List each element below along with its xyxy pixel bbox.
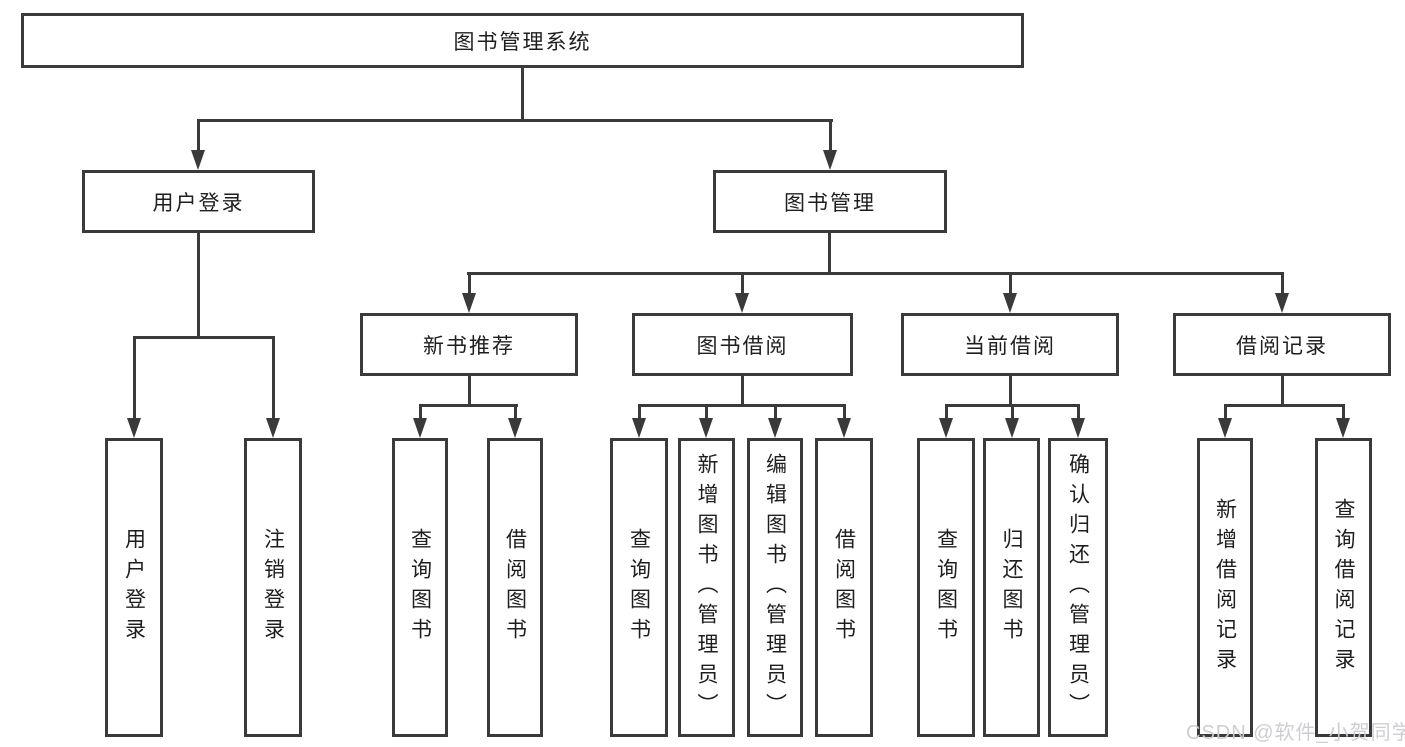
csdn-watermark: CSDN @软件_小贺同学 [1186,722,1405,744]
connector-line [272,336,275,422]
node-label: 借阅记录 [1236,334,1328,358]
connector-line [197,119,833,122]
node-label: 用户登录 [152,191,245,215]
arrowhead-down-icon [768,418,782,438]
leaf-borrow-books-borrowing: 借阅图书 [815,438,873,737]
leaf-query-books-current: 查询图书 [917,438,975,737]
connector-line [133,336,136,422]
node-label: 新增图书（管理员） [695,452,718,723]
arrowhead-down-icon [413,418,427,438]
leaf-add-borrow-record: 新增借阅记录 [1197,438,1253,737]
leaf-confirm-return-admin: 确认归还（管理员） [1048,438,1108,737]
node-label: 查询图书 [627,527,651,648]
node-label: 图书管理系统 [453,30,592,54]
node-label: 当前借阅 [964,334,1056,358]
arrowhead-down-icon [699,418,713,438]
node-label: 注销登录 [261,527,285,648]
leaf-user-login: 用户登录 [105,438,163,737]
connector-line [1342,404,1345,422]
node-current-borrowing: 当前借阅 [901,313,1119,376]
connector-line [774,404,777,422]
leaf-edit-books-admin: 编辑图书（管理员） [747,438,803,737]
connector-line [1011,404,1014,422]
connector-line [638,404,846,407]
leaf-query-books-recommend: 查询图书 [392,438,448,737]
arrowhead-down-icon [939,418,953,438]
connector-line [419,404,422,422]
node-label: 借阅图书 [503,527,527,648]
connector-line [514,404,517,422]
connector-line [1224,404,1345,407]
connector-line [843,404,846,422]
node-new-book-recommend: 新书推荐 [360,313,578,376]
arrowhead-down-icon [1071,418,1085,438]
arrowhead-down-icon [191,150,205,170]
arrowhead-down-icon [823,150,837,170]
connector-line [521,68,524,122]
connector-line [468,272,471,296]
arrowhead-down-icon [1218,418,1232,438]
connector-line [741,376,744,407]
node-label: 归还图书 [1000,527,1023,648]
leaf-return-books: 归还图书 [983,438,1040,737]
connector-line [741,272,744,296]
leaf-query-borrow-record: 查询借阅记录 [1315,438,1372,737]
connector-line [1281,376,1284,407]
node-label: 查询图书 [408,527,432,648]
node-label: 确认归还（管理员） [1066,452,1090,723]
arrowhead-down-icon [266,418,280,438]
connector-line [1009,376,1012,407]
connector-line [1009,272,1012,296]
connector-line [133,336,275,339]
leaf-logout: 注销登录 [244,438,302,737]
node-label: 新书推荐 [423,334,515,358]
connector-line [828,233,831,275]
node-user-login-branch: 用户登录 [82,170,315,233]
connector-line [705,404,708,422]
arrowhead-down-icon [127,418,141,438]
connector-line [197,119,200,152]
node-label: 用户登录 [122,527,146,648]
leaf-add-books-admin: 新增图书（管理员） [678,438,735,737]
connector-line [468,376,471,407]
node-label: 图书借阅 [696,334,789,358]
arrowhead-down-icon [462,293,476,313]
node-label: 借阅图书 [832,527,856,648]
node-label: 图书管理 [784,191,876,215]
arrowhead-down-icon [1336,418,1350,438]
connector-line [467,272,1283,275]
node-book-borrowing: 图书借阅 [632,313,853,376]
connector-line [829,119,832,152]
node-borrowing-records: 借阅记录 [1173,313,1391,376]
connector-line [638,404,641,422]
arrowhead-down-icon [837,418,851,438]
arrowhead-down-icon [508,418,522,438]
node-label: 查询图书 [934,527,958,648]
connector-line [197,233,200,339]
leaf-query-books-borrowing: 查询图书 [610,438,668,737]
node-label: 编辑图书（管理员） [763,452,787,723]
node-root-library-system: 图书管理系统 [21,13,1024,68]
node-book-management-branch: 图书管理 [713,170,947,233]
node-label: 查询借阅记录 [1332,497,1355,678]
connector-line [419,404,518,407]
connector-line [945,404,948,422]
connector-line [1224,404,1227,422]
arrowhead-down-icon [1005,418,1019,438]
arrowhead-down-icon [1003,293,1017,313]
arrowhead-down-icon [735,293,749,313]
connector-line [1281,272,1284,296]
leaf-borrow-books-recommend: 借阅图书 [487,438,543,737]
arrowhead-down-icon [632,418,646,438]
node-label: 新增借阅记录 [1213,497,1237,678]
arrowhead-down-icon [1275,293,1289,313]
connector-line [1077,404,1080,422]
